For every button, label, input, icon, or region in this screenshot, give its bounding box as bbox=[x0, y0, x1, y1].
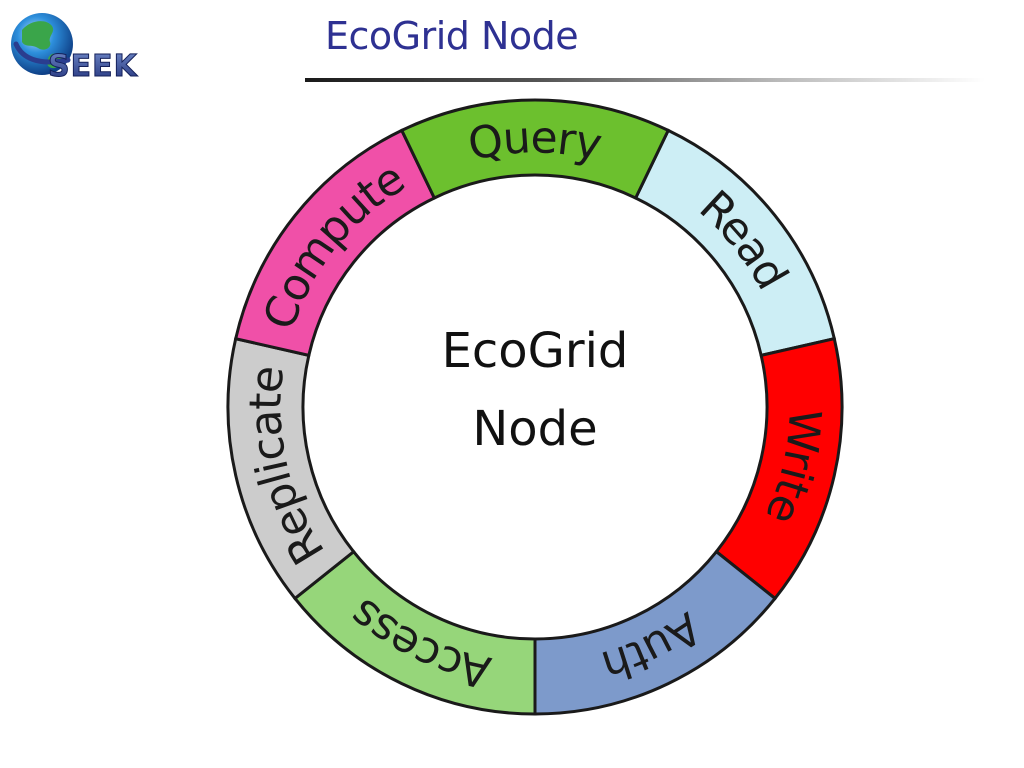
ring-segments bbox=[226, 98, 844, 716]
title-underline bbox=[305, 78, 985, 82]
globe-icon bbox=[11, 13, 73, 75]
seek-logo: SEEK bbox=[11, 13, 139, 84]
ring-segment-query bbox=[399, 98, 671, 200]
ring-label-query: Query bbox=[464, 112, 606, 171]
center-label-line2: Node bbox=[472, 401, 597, 457]
center-label-line1: EcoGrid bbox=[442, 323, 629, 379]
logo-text: SEEK bbox=[48, 49, 139, 84]
page-title: EcoGrid Node bbox=[325, 14, 579, 58]
ecogrid-ring-diagram: ReadWriteAuthAccessReplicateComputeQuery… bbox=[226, 98, 844, 716]
